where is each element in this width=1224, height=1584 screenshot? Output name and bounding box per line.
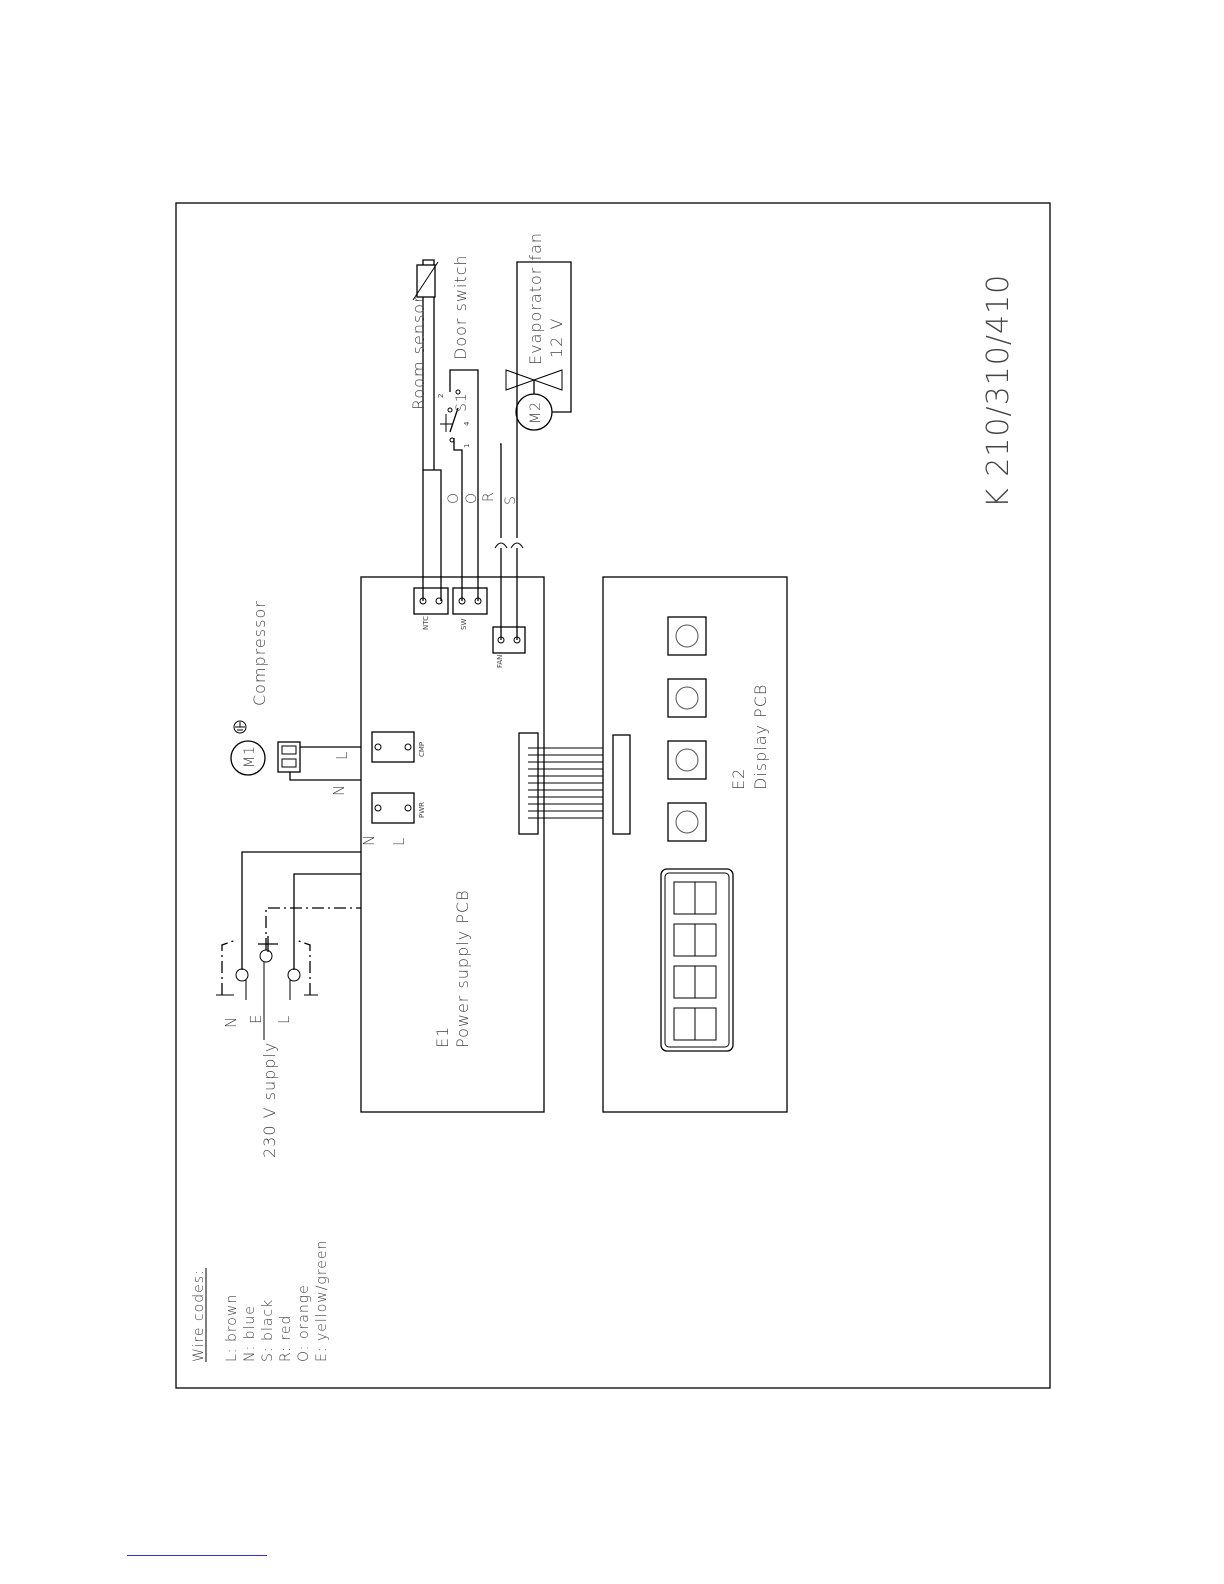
wire-codes-heading: Wire codes:	[191, 1269, 207, 1362]
compressor-label: Compressor	[250, 600, 269, 706]
svg-text:FAN: FAN	[496, 655, 504, 668]
wire-code-item: L: brown	[224, 1294, 240, 1362]
wire-code-item: N: blue	[242, 1305, 258, 1362]
display-label: Display PCB	[751, 684, 770, 790]
display-button	[668, 617, 706, 655]
svg-text:2: 2	[437, 394, 445, 398]
fan-voltage: 12 V	[547, 318, 566, 358]
pwr-l-label: L	[390, 837, 408, 846]
sw-connector	[453, 588, 487, 614]
motor-m1-label: M1	[242, 745, 258, 768]
supply-l-label: L	[275, 1015, 293, 1024]
wire-r-label: R	[481, 491, 497, 502]
display-id: E2	[729, 768, 748, 790]
display-button	[668, 741, 706, 779]
motor-m2-label: M2	[528, 401, 544, 424]
wire-code-item: R: red	[278, 1315, 294, 1362]
room-sensor-label: Room sensor	[409, 295, 428, 410]
svg-text:PWR: PWR	[418, 802, 426, 818]
svg-text:CMP: CMP	[418, 742, 426, 757]
wire-codes-legend: Wire codes: L: brown N: blue S: black R:…	[191, 1240, 330, 1362]
psu-label: Power supply PCB	[453, 889, 472, 1048]
wire-o-label: O	[446, 492, 462, 504]
display-pcb: E2 Display PCB	[603, 577, 787, 1112]
display-button	[668, 803, 706, 841]
wire-code-item: O: orange	[296, 1284, 312, 1362]
display-button	[668, 679, 706, 717]
power-supply-pcb: E1 Power supply PCB CMP PWR N L NTC SW F…	[360, 577, 544, 1112]
ntc-connector	[414, 588, 448, 614]
pwr-n-label: N	[360, 834, 378, 846]
cmp-connector	[372, 732, 414, 762]
earth-icon	[234, 721, 246, 733]
pwr-connector	[372, 793, 414, 823]
supply-label: 230 V supply	[260, 1042, 279, 1158]
wire-s-label: S	[503, 495, 519, 505]
svg-text:SW: SW	[460, 619, 468, 630]
svg-text:4: 4	[463, 421, 471, 426]
compressor-l-label: L	[333, 751, 351, 760]
supply-e-label: E	[247, 1014, 265, 1024]
fan-label: Evaporator fan	[526, 232, 545, 365]
model-title: K 210/310/410	[981, 274, 1016, 508]
wire-code-item: S: black	[260, 1299, 276, 1362]
compressor-n-label: N	[330, 784, 348, 796]
wire-o-label: O	[464, 492, 480, 504]
psu-id: E1	[433, 1026, 452, 1048]
svg-text:1: 1	[463, 444, 471, 448]
footer-link-underline[interactable]	[127, 1555, 267, 1556]
switch-s1-label: S1	[454, 392, 470, 412]
supply-n-label: N	[222, 1016, 240, 1028]
door-switch-label: Door switch	[451, 254, 470, 360]
door-switch: O 2 4 1 S1 Door switch	[437, 254, 480, 601]
svg-text:NTC: NTC	[422, 616, 430, 630]
wire-code-item: E: yellow/green	[314, 1240, 330, 1362]
